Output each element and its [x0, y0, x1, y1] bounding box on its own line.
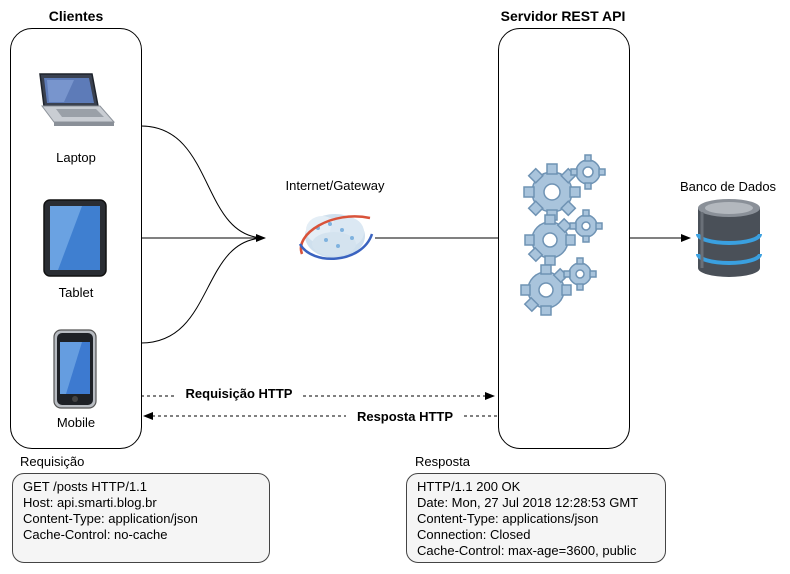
request-line: Cache-Control: no-cache: [23, 527, 168, 542]
laptop-icon: [39, 73, 116, 126]
request-flow-label: Requisição HTTP: [176, 386, 302, 401]
tablet-icon: [43, 199, 107, 277]
gateway-label: Internet/Gateway: [285, 178, 385, 193]
gears-icon: [520, 154, 606, 316]
response-line: Cache-Control: max-age=3600, public: [417, 543, 637, 558]
response-line: Content-Type: applications/json: [417, 511, 599, 526]
tablet-label: Tablet: [58, 285, 94, 300]
response-line: Connection: Closed: [417, 527, 531, 542]
request-line: GET /posts HTTP/1.1: [23, 479, 148, 494]
response-line: Date: Mon, 27 Jul 2018 12:28:53 GMT: [417, 495, 639, 510]
server-title: Servidor REST API: [500, 8, 626, 24]
request-line: Host: api.smarti.blog.br: [23, 495, 157, 510]
database-icon: [696, 199, 762, 277]
response-note-title: Resposta: [415, 454, 470, 469]
response-line: HTTP/1.1 200 OK: [417, 479, 521, 494]
request-line: Content-Type: application/json: [23, 511, 198, 526]
mobile-icon: [53, 329, 97, 409]
response-note: HTTP/1.1 200 OK Date: Mon, 27 Jul 2018 1…: [406, 473, 666, 563]
request-note-title: Requisição: [20, 454, 85, 469]
clients-title: Clientes: [48, 8, 104, 24]
laptop-label: Laptop: [56, 150, 96, 165]
mobile-to-gateway-connector: [140, 237, 266, 344]
cloud-network-icon: [298, 214, 374, 260]
request-note: GET /posts HTTP/1.1 Host: api.smarti.blo…: [12, 473, 270, 563]
database-label: Banco de Dados: [679, 179, 777, 194]
laptop-to-gateway-connector: [140, 125, 266, 239]
response-flow-label: Resposta HTTP: [346, 409, 464, 424]
mobile-label: Mobile: [56, 415, 96, 430]
